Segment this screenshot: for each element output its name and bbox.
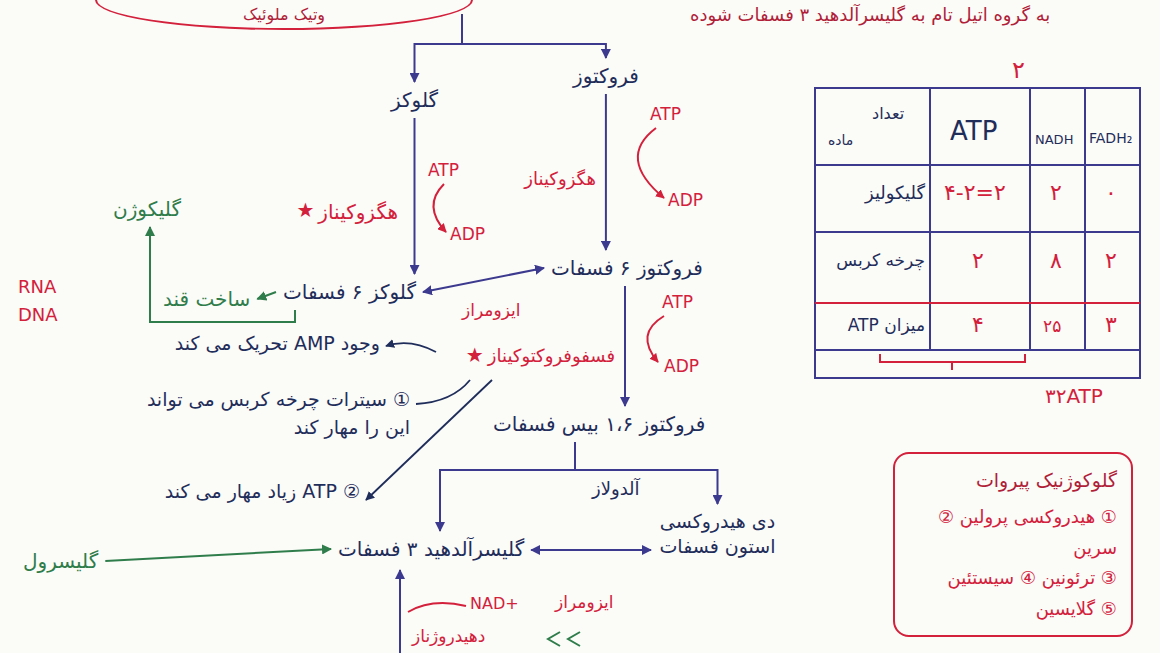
regulation-note: ① سیترات چرخه کربس می تواند این را مهار … <box>120 386 410 441</box>
node-text: گلوکز ۶ فسفات <box>283 279 416 305</box>
cofactor: NAD+ <box>470 594 519 613</box>
pathway-arrow <box>440 442 575 531</box>
table-frame <box>815 88 1140 378</box>
node-text: فروکتوز ۱،۶ بیس فسفات <box>493 411 705 437</box>
metabolite: فروکتوز <box>570 62 642 90</box>
enzyme-name: ایزومراز <box>555 592 613 612</box>
metabolite: دی هیدروکسی استون فسفات <box>655 508 780 559</box>
cofactor: ADP <box>664 356 699 376</box>
table-rule <box>1084 88 1086 350</box>
regulation-note: وجود AMP تحریک می کند <box>175 332 380 355</box>
pathway-arrow <box>399 570 401 653</box>
metabolite: فروکتوز ۶ فسفات <box>548 254 706 282</box>
table-cell: ۲۵ <box>1043 316 1061 336</box>
table-cell: ۸ <box>1050 248 1062 274</box>
metabolite: گلوکز ۶ فسفات <box>280 278 419 306</box>
note-box: گلوکوژنیک پیروات ① هیدروکسی پرولین ② سرین… <box>893 452 1133 637</box>
table-cell: ۴ <box>972 312 984 338</box>
pathway-arrow <box>150 227 295 322</box>
pathway-arrow <box>624 286 626 406</box>
pathway-arrow <box>605 94 607 250</box>
table-total: ۳۲ATP <box>1045 384 1103 408</box>
key-star: ★ <box>466 343 484 367</box>
enzyme-name: هگزوکیناز <box>318 200 398 224</box>
table-header: FADH₂ <box>1089 130 1132 147</box>
enzyme-name: آلدولاز <box>592 478 640 500</box>
regulation-note: ② ATP زیاد مهار می کند <box>150 478 360 506</box>
cofactor-arrow <box>433 184 446 232</box>
chevron-mark <box>548 632 560 646</box>
node-text: وتیک ملوئیک <box>100 5 468 26</box>
table-rule <box>815 349 1140 351</box>
metabolite: فروکتوز ۱،۶ بیس فسفات <box>490 410 708 438</box>
node-text: گلوکز <box>391 87 438 113</box>
note-text: به گروه اتیل تام به گلیسرآلدهید ۳ فسفات … <box>690 4 1050 26</box>
cofactor-arrow <box>647 316 664 362</box>
node-text: ① هیدروکسی پرولین ② سرین <box>909 502 1117 563</box>
node-text: فروکتوز <box>573 63 639 89</box>
pathway-arrow <box>423 268 544 292</box>
cofactor-arrow <box>638 128 664 198</box>
cofactor: ATP <box>662 292 693 312</box>
enzyme-name: فسفوفروکتوکیناز <box>488 345 615 367</box>
node-text: گلیکوژن <box>113 196 181 222</box>
table-cell: ۳ <box>1105 312 1117 338</box>
table-cell: ۰ <box>1105 180 1117 206</box>
cofactor: ADP <box>450 224 485 244</box>
enzyme-name: هگزوکیناز <box>524 168 596 190</box>
pathway-arrow <box>414 118 416 274</box>
table-header: ماده <box>828 132 853 149</box>
cofactor: ADP <box>668 190 703 210</box>
source-oval: وتیک ملوئیک <box>95 0 473 30</box>
sum-bracket <box>880 354 1025 370</box>
table-cell: ۴-۲=۲ <box>944 180 1006 206</box>
table-rule <box>1029 88 1031 350</box>
table-cell: ۲ <box>1050 180 1062 206</box>
cofactor: ATP <box>650 104 681 124</box>
cofactor-arrow <box>408 603 466 612</box>
pathway-arrow <box>105 549 331 561</box>
node-text: دی هیدروکسی استون فسفات <box>658 509 777 558</box>
table-rule <box>815 302 1140 304</box>
product-note: RNA <box>18 276 56 298</box>
table-header: ATP <box>950 116 997 147</box>
table-row-label: گلیکولیز <box>865 182 925 204</box>
table-rule <box>929 88 931 350</box>
table-header: NADH <box>1035 132 1073 148</box>
table-rule <box>815 164 1140 166</box>
node-text: گلیسرآلدهید ۳ فسفات <box>338 536 524 562</box>
pathway-arrow <box>462 14 606 58</box>
metabolite: گلوکز <box>388 86 441 114</box>
enzyme-name: ایزومراز <box>462 300 520 320</box>
pathway-arrow <box>531 549 651 551</box>
key-star: ★ <box>296 198 314 222</box>
callout-number: ۲ <box>1012 56 1025 85</box>
pathway-arrow <box>415 14 463 82</box>
cofactor: ATP <box>428 160 459 180</box>
node-text: گلیسرول <box>23 548 98 574</box>
metabolite: گلیسرآلدهید ۳ فسفات <box>335 535 527 563</box>
table-row-label: چرخه کربس <box>836 250 925 270</box>
node-text: ساخت قند <box>163 286 250 312</box>
precursor: گلیسرول <box>20 547 101 575</box>
enzyme-name: دهیدروژناز <box>412 626 485 646</box>
node-text: فروکتوز ۶ فسفات <box>551 255 703 281</box>
table-cell: ۲ <box>972 248 984 274</box>
pathway-arrow <box>575 442 718 504</box>
table-cell: ۲ <box>1105 248 1117 274</box>
product-note: DNA <box>18 304 58 326</box>
node-text: ③ ترئونین ④ سیستئین <box>909 563 1117 594</box>
table-rule <box>815 231 1140 233</box>
table-row-label: میزان ATP <box>848 315 925 335</box>
chevron-mark <box>568 632 580 646</box>
regulation-line <box>386 343 436 352</box>
product: ساخت قند <box>160 285 253 313</box>
regulation-line <box>416 380 470 404</box>
node-text: ⑤ گلایسین <box>909 594 1117 625</box>
table-header: تعداد <box>872 104 904 123</box>
pathway-arrow <box>257 292 276 299</box>
product: گلیکوژن <box>110 195 184 223</box>
box-heading: گلوکوژنیک پیروات <box>909 464 1117 496</box>
